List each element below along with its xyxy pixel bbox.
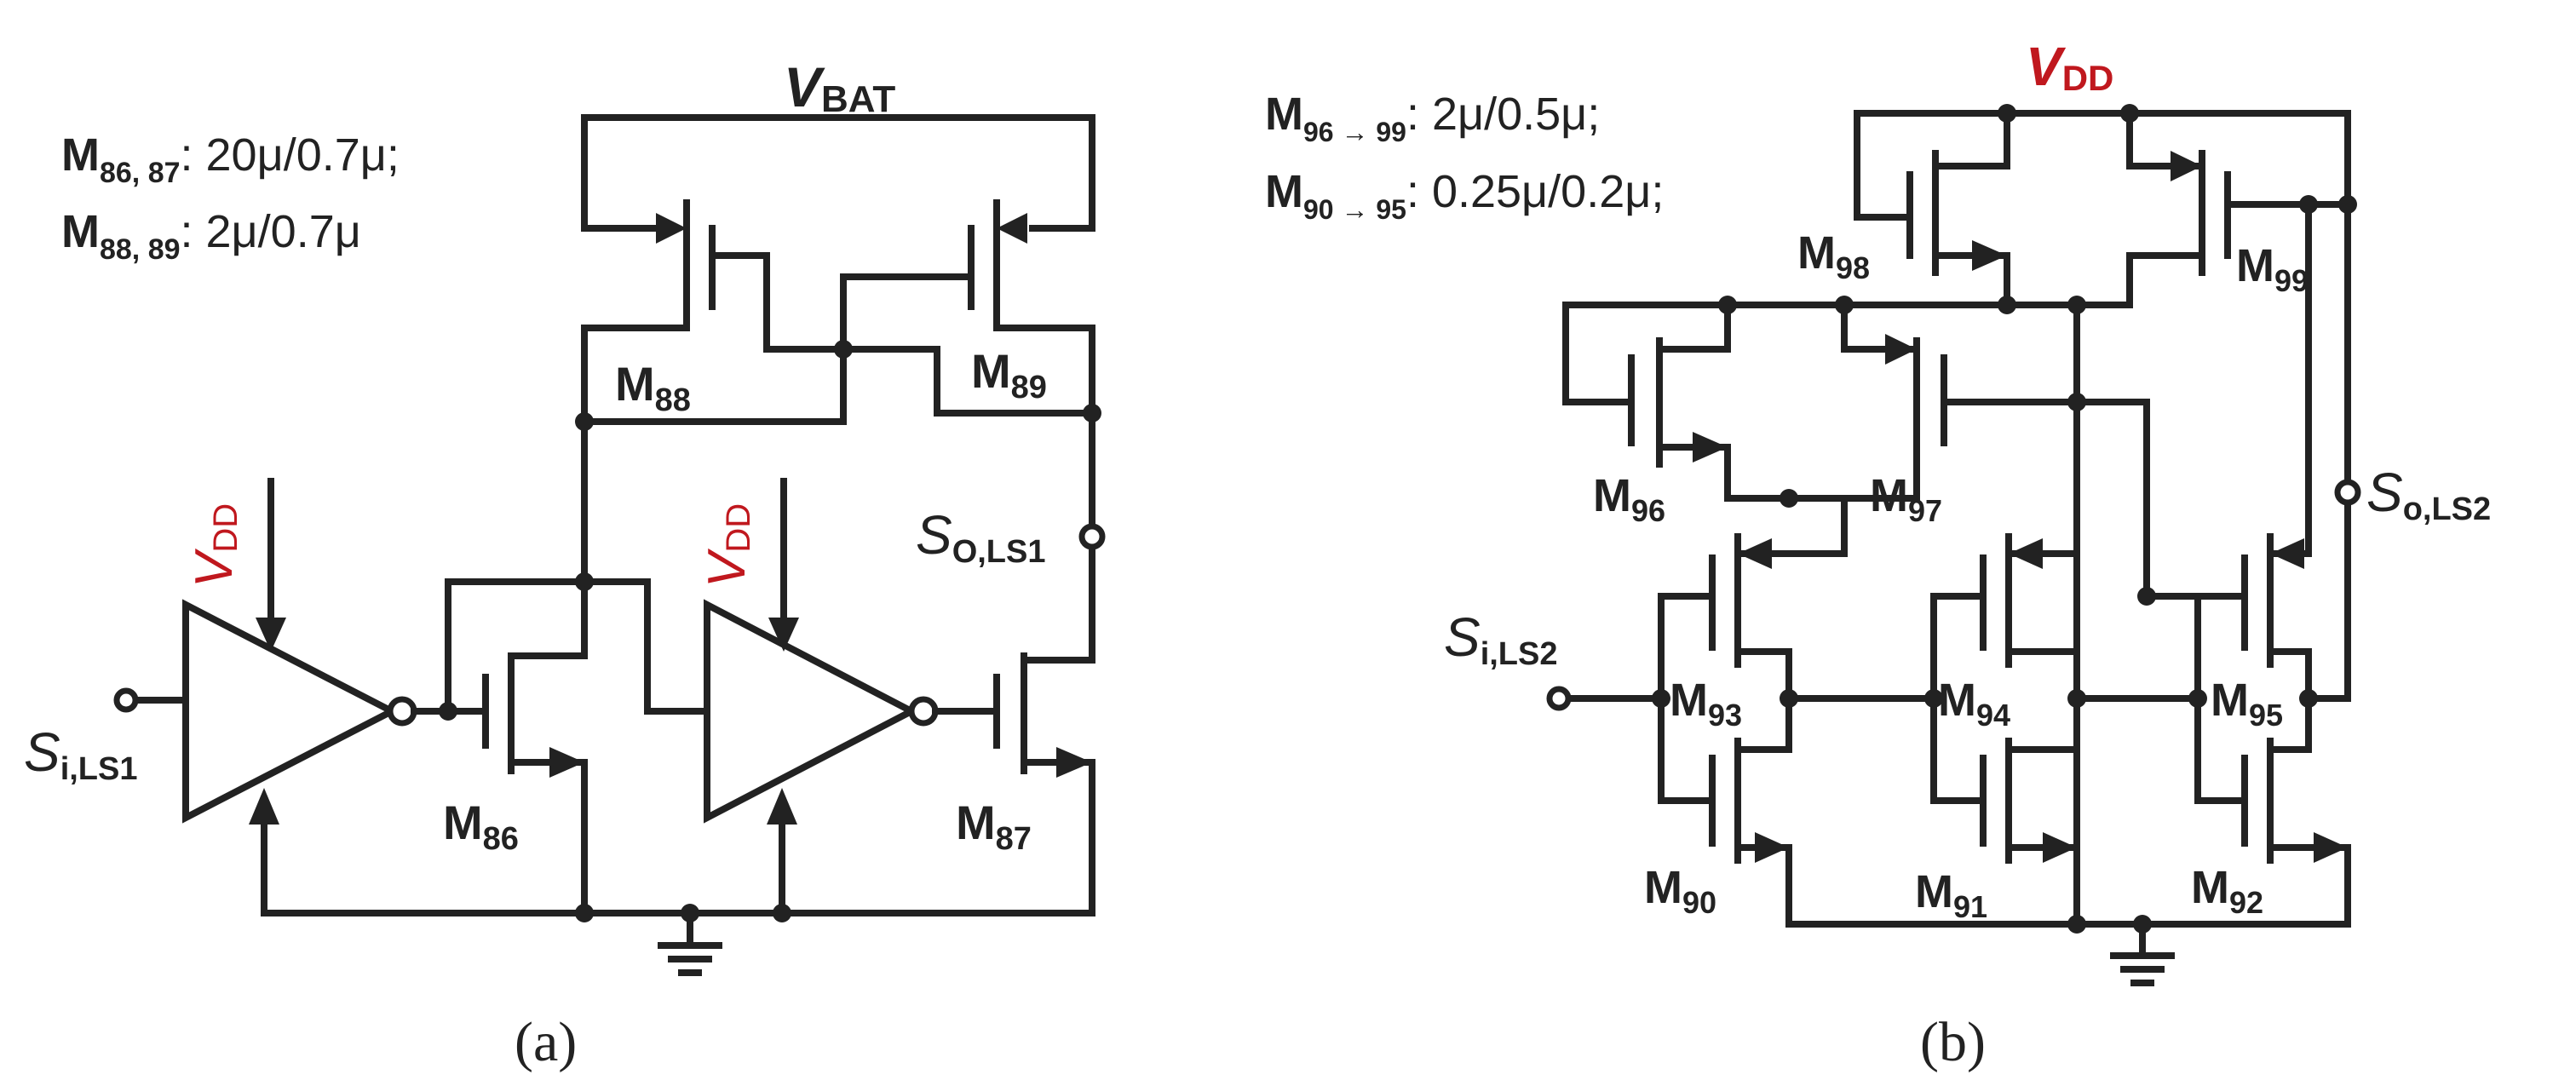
out-col-a-lower (1021, 546, 1095, 664)
m87-source-arrow (1056, 747, 1092, 778)
node-a2 (575, 412, 594, 431)
vdd-rail-b (1854, 110, 2351, 208)
inverter-1 (182, 599, 400, 824)
m86-source (508, 759, 588, 916)
vdd-b-label: VDD (2026, 36, 2113, 98)
m88-drain (581, 325, 685, 506)
m96-source (1656, 302, 1731, 353)
m97-arrow (1885, 334, 1917, 365)
panel-a: M86, 87: 20μ/0.7μ; M88, 89: 2μ/0.7μ VBAT… (24, 55, 1106, 1073)
label-m97: M97 (1870, 470, 1942, 528)
input-a-label: Si,LS1 (24, 721, 138, 787)
node-b18 (2067, 915, 2086, 934)
vdd1-label: VDD (185, 503, 244, 588)
vbat-rail-left (581, 114, 1095, 232)
m99-arrow (2171, 151, 2202, 181)
spec-a-line1: M86, 87: 20μ/0.7μ; (61, 129, 400, 189)
m99-drain (2073, 252, 2205, 308)
label-m98: M98 (1797, 227, 1870, 285)
m97-source (1841, 302, 1920, 353)
m92-drain (2267, 695, 2312, 753)
m95-source-wire (2267, 201, 2312, 557)
ground-b-icon (2110, 952, 2175, 986)
node-b6 (1998, 296, 2016, 314)
inv1-ground-arrow (249, 788, 279, 825)
m88-gate (709, 252, 847, 353)
m97-drain (1841, 444, 1920, 502)
m92-source (2267, 844, 2351, 928)
m98-source (1932, 110, 2010, 170)
node-a6 (575, 904, 594, 922)
label-m95: M95 (2211, 675, 2283, 733)
vdd2-arrow (768, 618, 799, 652)
m92-arrow (2314, 832, 2348, 863)
label-m90: M90 (1644, 862, 1716, 920)
m89-source-arrow (997, 213, 1027, 244)
m98-arrow (1972, 240, 2007, 271)
output-b-terminal[interactable] (2334, 479, 2361, 506)
m95-arrow (2270, 538, 2304, 569)
m95-drain (2267, 648, 2312, 702)
label-m88: M88 (615, 357, 691, 418)
spec-b-line1: M96 → 99: 2μ/0.5μ; (1265, 89, 1600, 147)
inverter-2 (704, 599, 919, 824)
output-b-label: So,LS2 (2366, 462, 2491, 527)
vdd2-label: VDD (698, 503, 757, 588)
fb-wire-2 (581, 578, 710, 715)
m99-source (2126, 110, 2205, 170)
label-m99: M99 (2236, 240, 2309, 298)
m96-arrow (1693, 432, 1728, 463)
node-a1 (834, 340, 853, 359)
ground-a-icon (658, 942, 722, 976)
m98-drain (1932, 252, 2010, 308)
spec-b-line2: M90 → 95: 0.25μ/0.2μ; (1265, 166, 1664, 225)
vdd1-arrow (256, 618, 286, 652)
m91-arrow (2043, 832, 2077, 863)
label-m92: M92 (2191, 862, 2263, 920)
input-a-terminal[interactable] (113, 687, 139, 713)
label-m87: M87 (956, 796, 1032, 857)
label-m93: M93 (1670, 675, 1742, 733)
fb-wire-1 (445, 499, 588, 715)
label-m89: M89 (971, 344, 1047, 405)
m96-drain (1656, 444, 1848, 557)
node-x-right (2073, 399, 2150, 600)
label-m86: M86 (443, 796, 519, 857)
label-m91: M91 (1915, 866, 1987, 924)
m86-drain (508, 578, 588, 659)
node-b16 (2067, 689, 2086, 708)
vbat-label: VBAT (784, 55, 895, 120)
m88-gate-to-out (840, 346, 1095, 417)
caption-a: (a) (515, 1011, 577, 1073)
m88-source-arrow (656, 213, 687, 244)
m90-drain (1734, 695, 1792, 753)
m87-source (1021, 759, 1095, 916)
m86-source-arrow (549, 747, 584, 778)
output-a-label: SO,LS1 (916, 504, 1046, 570)
output-a-terminal[interactable] (1078, 523, 1106, 550)
out-b-lower (2305, 501, 2351, 702)
inverter-1-bubble (387, 696, 417, 727)
node-a7 (773, 904, 791, 922)
node-b8 (1780, 489, 1798, 508)
m93-arrow (1738, 538, 1772, 569)
m96-gate (1562, 302, 1635, 405)
panel-b: M96 → 99: 2μ/0.5μ; M90 → 95: 0.25μ/0.2μ;… (1265, 36, 2491, 1073)
label-m94: M94 (1938, 675, 2010, 733)
m93-drain (1734, 648, 1792, 702)
inverter-2-bubble (908, 696, 939, 727)
node-a5 (439, 702, 457, 721)
caption-b: (b) (1920, 1011, 1986, 1073)
inv2-ground-arrow (767, 788, 797, 825)
input-b-label: Si,LS2 (1444, 606, 1558, 672)
node-b11 (2299, 195, 2318, 214)
input-b-terminal[interactable] (1546, 686, 1572, 711)
vbat-rail-right (1029, 114, 1095, 232)
spec-a-line2: M88, 89: 2μ/0.7μ (61, 206, 361, 266)
m90-arrow (1755, 832, 1789, 863)
label-m96: M96 (1593, 470, 1665, 528)
m94-arrow (2009, 538, 2043, 569)
